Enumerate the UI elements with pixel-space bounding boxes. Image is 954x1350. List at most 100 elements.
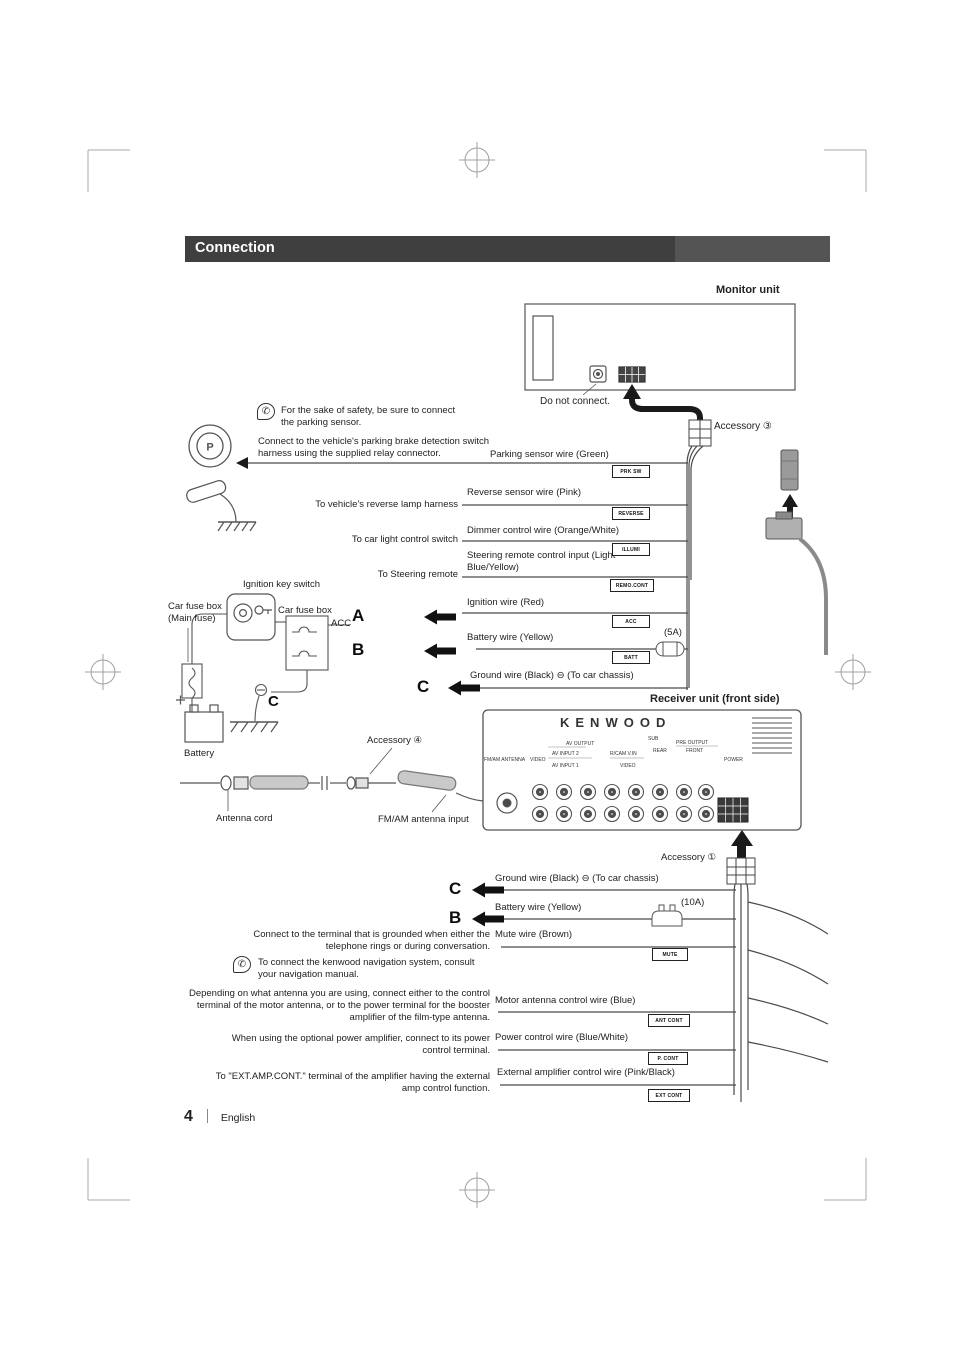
wire-battery-label: Battery wire (Yellow) [467,632,554,643]
fuse-box-drawing [285,615,329,671]
note-power-amp: When using the optional power amplifier,… [231,1033,490,1056]
fuse-main-label: Car fuse box (Main fuse) [168,601,222,624]
fm-am-input-label: FM/AM antenna input [378,814,469,825]
accessory1-label: Accessory ① [661,852,716,863]
port-fm-am: FM/AM ANTENNA [484,757,526,763]
harness-trunk-bottom [733,883,829,1102]
letter-a: A [352,606,365,625]
port-front: FRONT [686,748,704,754]
monitor-cable [623,384,703,421]
tag-prk-sw: PRK SW [612,465,650,478]
lead-steering: To Steering remote [377,569,458,580]
note-parking-brake: Connect to the vehicle's parking brake d… [258,436,489,459]
phone-note-icon-2: ✆ [233,956,251,973]
note-mute: Connect to the terminal that is grounded… [253,929,490,952]
tag-remo-cont: REMO.CONT [610,579,654,592]
tag-illumi: ILLUMI [612,543,650,556]
footer-divider [207,1109,209,1123]
tag-reverse: REVERSE [612,507,650,520]
side-connector-drawing [765,449,828,655]
wire-steering-label: Steering remote control input (Light Blu… [467,550,616,573]
port-rcam: R/CAM V.IN [610,751,637,757]
note-nav: To connect the kenwood navigation system… [258,957,475,980]
wire-pcont-label: Power control wire (Blue/White) [495,1032,629,1043]
wire-ground-label: Ground wire (Black) ⊖ (To car chassis) [470,670,634,681]
tag-acc: ACC [612,615,650,628]
monitor-unit-title: Monitor unit [716,284,780,296]
note-parking-sensor: For the sake of safety, be sure to conne… [281,405,456,428]
connection-arrows [424,609,504,927]
page-number: 4 [184,1108,193,1125]
crop-marks [87,149,867,1201]
fuse-10a-label: (10A) [681,897,705,908]
main-fuse-drawing [181,663,203,699]
battery-drawing [176,695,224,743]
wire-ignition-label: Ignition wire (Red) [467,597,545,608]
receiver-brand: KENWOOD [560,715,672,730]
section-header: Connection [185,236,830,262]
wire-extamp-label: External amplifier control wire (Pink/Bl… [497,1067,675,1078]
accessory1-connector [726,857,756,885]
footer-language: English [220,1112,256,1124]
wire-reverse-label: Reverse sensor wire (Pink) [467,487,582,498]
port-power: POWER [724,757,743,763]
wire-battery2-label: Battery wire (Yellow) [495,902,582,913]
bottom-wire-lines [498,889,736,1086]
tag-mute: MUTE [652,948,688,961]
port-pre-output: PRE OUTPUT [676,740,709,746]
parking-brake-icon: P [188,424,232,468]
receiver-cable [731,830,753,858]
acc-label: ACC [331,618,352,629]
port-av-output: AV OUTPUT [566,741,595,747]
note-ext-amp: To "EXT.AMP.CONT." terminal of the ampli… [215,1071,490,1094]
do-not-connect-label: Do not connect. [540,396,611,407]
battery-label: Battery [184,748,215,759]
fuse-box-label: Car fuse box [278,605,332,616]
accessory4-label: Accessory ④ [367,735,422,746]
antenna-cord-drawing [180,747,484,813]
phone-note-icon: ✆ [257,403,275,420]
accessory3-connector [688,419,712,447]
letter-c-chassis: C [268,693,279,710]
footer: 4 English [184,1108,255,1126]
port-video1: VIDEO [530,757,546,763]
port-av-input1: AV INPUT 1 [552,763,579,769]
note-antenna: Depending on what antenna you are using,… [188,988,490,1023]
ignition-switch-drawing [226,593,276,641]
accessory3-label: Accessory ③ [714,421,772,432]
page-title: Connection [195,240,275,256]
tag-ant-cont: ANT CONT [648,1014,690,1027]
parking-symbol: P [206,442,213,454]
letter-b: B [352,640,365,659]
lead-reverse: To vehicle's reverse lamp harness [315,499,458,510]
chassis-ground-drawing [230,721,279,733]
wire-dimmer-label: Dimmer control wire (Orange/White) [467,525,620,536]
fuse-5a-drawing [655,641,685,657]
parking-wire-arrow [236,457,248,469]
port-sub: SUB [648,736,659,742]
fuse-5a-label: (5A) [664,627,682,638]
top-wire-lines [246,462,688,689]
ignition-key-label: Ignition key switch [243,579,321,590]
port-video2: VIDEO [620,763,636,769]
port-rear: REAR [653,748,667,754]
monitor-unit-drawing [524,303,796,396]
tag-batt: BATT [612,651,650,664]
antenna-cord-label: Antenna cord [216,813,273,824]
circuit-link-lines [187,613,350,712]
wire-ground2-label: Ground wire (Black) ⊖ (To car chassis) [495,873,659,884]
letter-c-bottom: C [449,879,462,898]
lead-light: To car light control switch [351,534,458,545]
tag-ext-cont: EXT CONT [648,1089,690,1102]
port-av-input2: AV INPUT 2 [552,751,579,757]
receiver-drawing [482,709,802,831]
letter-b-bottom: B [449,908,462,927]
fuse-10a-drawing [651,904,683,927]
registration-marks [85,142,871,1208]
receiver-title: Receiver unit (front side) [650,693,780,705]
tag-p-cont: P. CONT [648,1052,688,1065]
pedal-drawing [186,480,257,532]
letter-c: C [417,677,430,696]
wire-parking-label: Parking sensor wire (Green) [490,449,609,460]
